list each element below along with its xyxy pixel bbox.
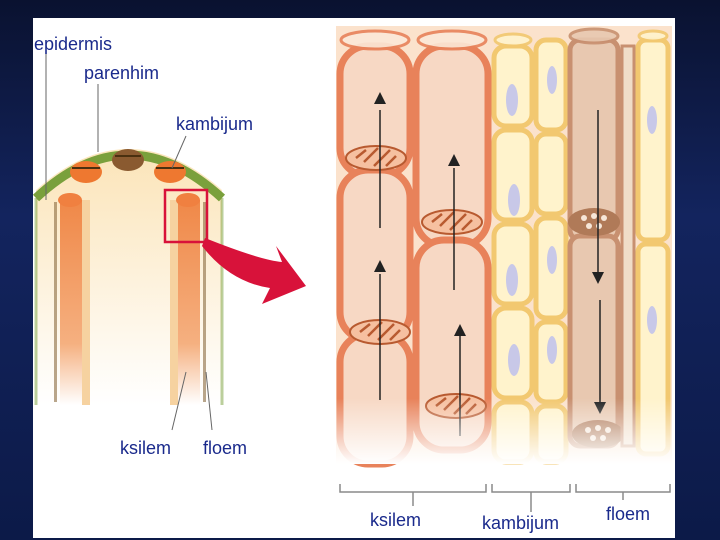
- zoom-arrow-icon: [202, 238, 306, 304]
- vascular-strand: [178, 200, 200, 405]
- label-kambijum-stem: kambijum: [176, 114, 254, 134]
- label-ksilem-stem: ksilem: [120, 438, 172, 458]
- label-floem-stem: floem: [203, 438, 248, 458]
- tissue-magnified: [336, 26, 672, 468]
- label-epidermis: epidermis: [34, 34, 113, 54]
- vascular-strand: [60, 200, 82, 405]
- zoom-box: [163, 188, 209, 244]
- label-ksilem-tissue: ksilem: [370, 510, 422, 530]
- label-floem-tissue: floem: [606, 504, 651, 524]
- label-parenhim: parenhim: [84, 63, 160, 83]
- region-brackets: [339, 484, 671, 512]
- stem-section: [32, 52, 226, 431]
- label-kambijum-tissue: kambijum: [482, 513, 560, 533]
